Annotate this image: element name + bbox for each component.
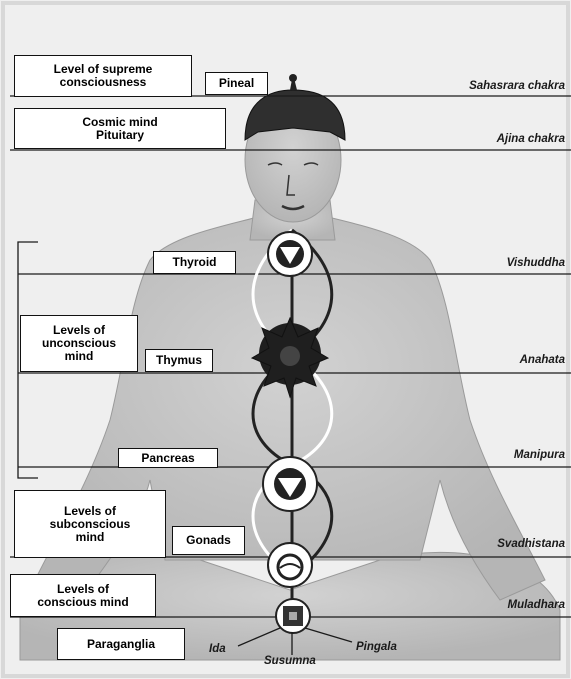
unconscious-mind-label: Levels of unconscious mind [20,315,138,372]
chakra-muladhara-symbol [276,599,310,633]
anahata-label: Anahata [520,354,565,366]
sahasrara-label: Sahasrara chakra [469,80,565,92]
cosmic-mind-pituitary-label: Cosmic mind Pituitary [14,108,226,149]
ajina-label: Ajina chakra [497,133,565,145]
chakra-vishuddha-symbol [268,232,312,276]
thyroid-label: Thyroid [153,251,236,274]
gonads-label: Gonads [172,526,245,555]
vishuddha-label: Vishuddha [507,257,565,269]
pancreas-label: Pancreas [118,448,218,468]
manipura-label: Manipura [514,449,565,461]
supreme-consciousness-label: Level of supreme consciousness [14,55,192,97]
conscious-mind-label: Levels of conscious mind [10,574,156,617]
svadhistana-label: Svadhistana [497,538,565,550]
pineal-label: Pineal [205,72,268,95]
subconscious-mind-label: Levels of subconscious mind [14,490,166,558]
chakra-manipura-symbol [263,457,317,511]
paraganglia-label: Paraganglia [57,628,185,660]
pingala-label: Pingala [356,641,397,653]
muladhara-label: Muladhara [507,599,565,611]
ida-label: Ida [209,643,226,655]
thymus-label: Thymus [145,349,213,372]
susumna-label: Susumna [264,655,316,667]
chakra-svadhistana-symbol [268,543,312,587]
